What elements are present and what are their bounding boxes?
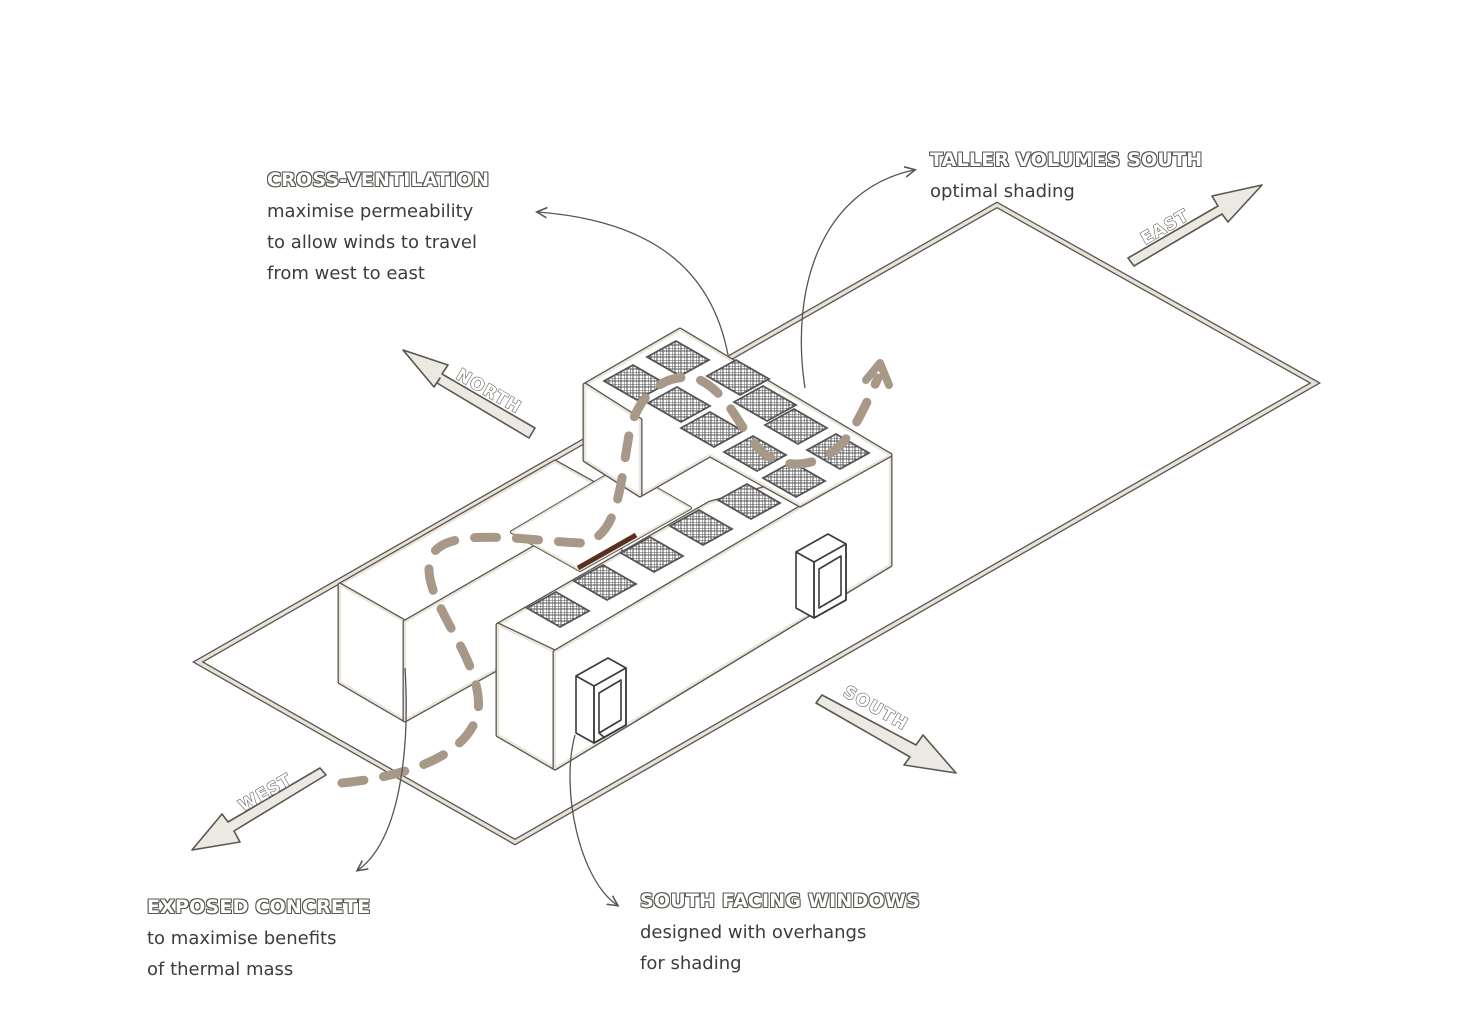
annotation-title: TALLER VOLUMES SOUTH [930, 149, 1203, 171]
roof-slot [576, 532, 638, 571]
east-arrow-icon [1127, 184, 1263, 267]
solar-panel [525, 590, 591, 629]
solar-panel [572, 563, 638, 602]
annotation-line: designed with overhangs [640, 922, 867, 943]
solar-panel [761, 460, 827, 499]
annotation-taller-volumes: TALLER VOLUMES SOUTH optimal shading [930, 144, 1202, 208]
window-east [795, 533, 847, 619]
annotation-title: CROSS-VENTILATION [267, 169, 490, 191]
solar-panels [525, 339, 871, 629]
annotation-line: to allow winds to travel [267, 232, 477, 253]
solar-panel [705, 358, 771, 397]
leader-lines [358, 170, 914, 905]
west-arrow-icon [191, 767, 327, 851]
annotation-line: maximise permeability [267, 201, 474, 222]
north-arrow-icon [402, 349, 536, 439]
annotation-line: from west to east [267, 263, 425, 284]
annotation-cross-ventilation: CROSS-VENTILATION maximise permeability … [267, 165, 489, 289]
south-arrow-icon [815, 694, 957, 774]
solar-panel [763, 407, 829, 446]
solar-panel [716, 482, 782, 521]
annotation-south-windows: SOUTH FACING WINDOWS designed with overh… [640, 886, 920, 979]
annotation-line: optimal shading [930, 181, 1075, 202]
annotation-title: SOUTH FACING WINDOWS [640, 890, 920, 912]
solar-panel [645, 339, 711, 378]
annotation-line: to maximise benefits [147, 928, 337, 949]
annotation-line: for shading [640, 953, 742, 974]
solar-panel [668, 508, 734, 547]
window-west [575, 657, 627, 744]
annotation-line: of thermal mass [147, 959, 294, 980]
airflow-path [337, 359, 893, 788]
annotation-exposed-concrete: EXPOSED CONCRETE to maximise benefits of… [147, 892, 370, 985]
solar-panel [646, 385, 712, 424]
annotation-title: EXPOSED CONCRETE [147, 896, 371, 918]
south-windows [575, 533, 847, 744]
solar-panel [619, 535, 685, 574]
compass-arrows [191, 184, 1263, 851]
solar-panel [732, 384, 798, 423]
